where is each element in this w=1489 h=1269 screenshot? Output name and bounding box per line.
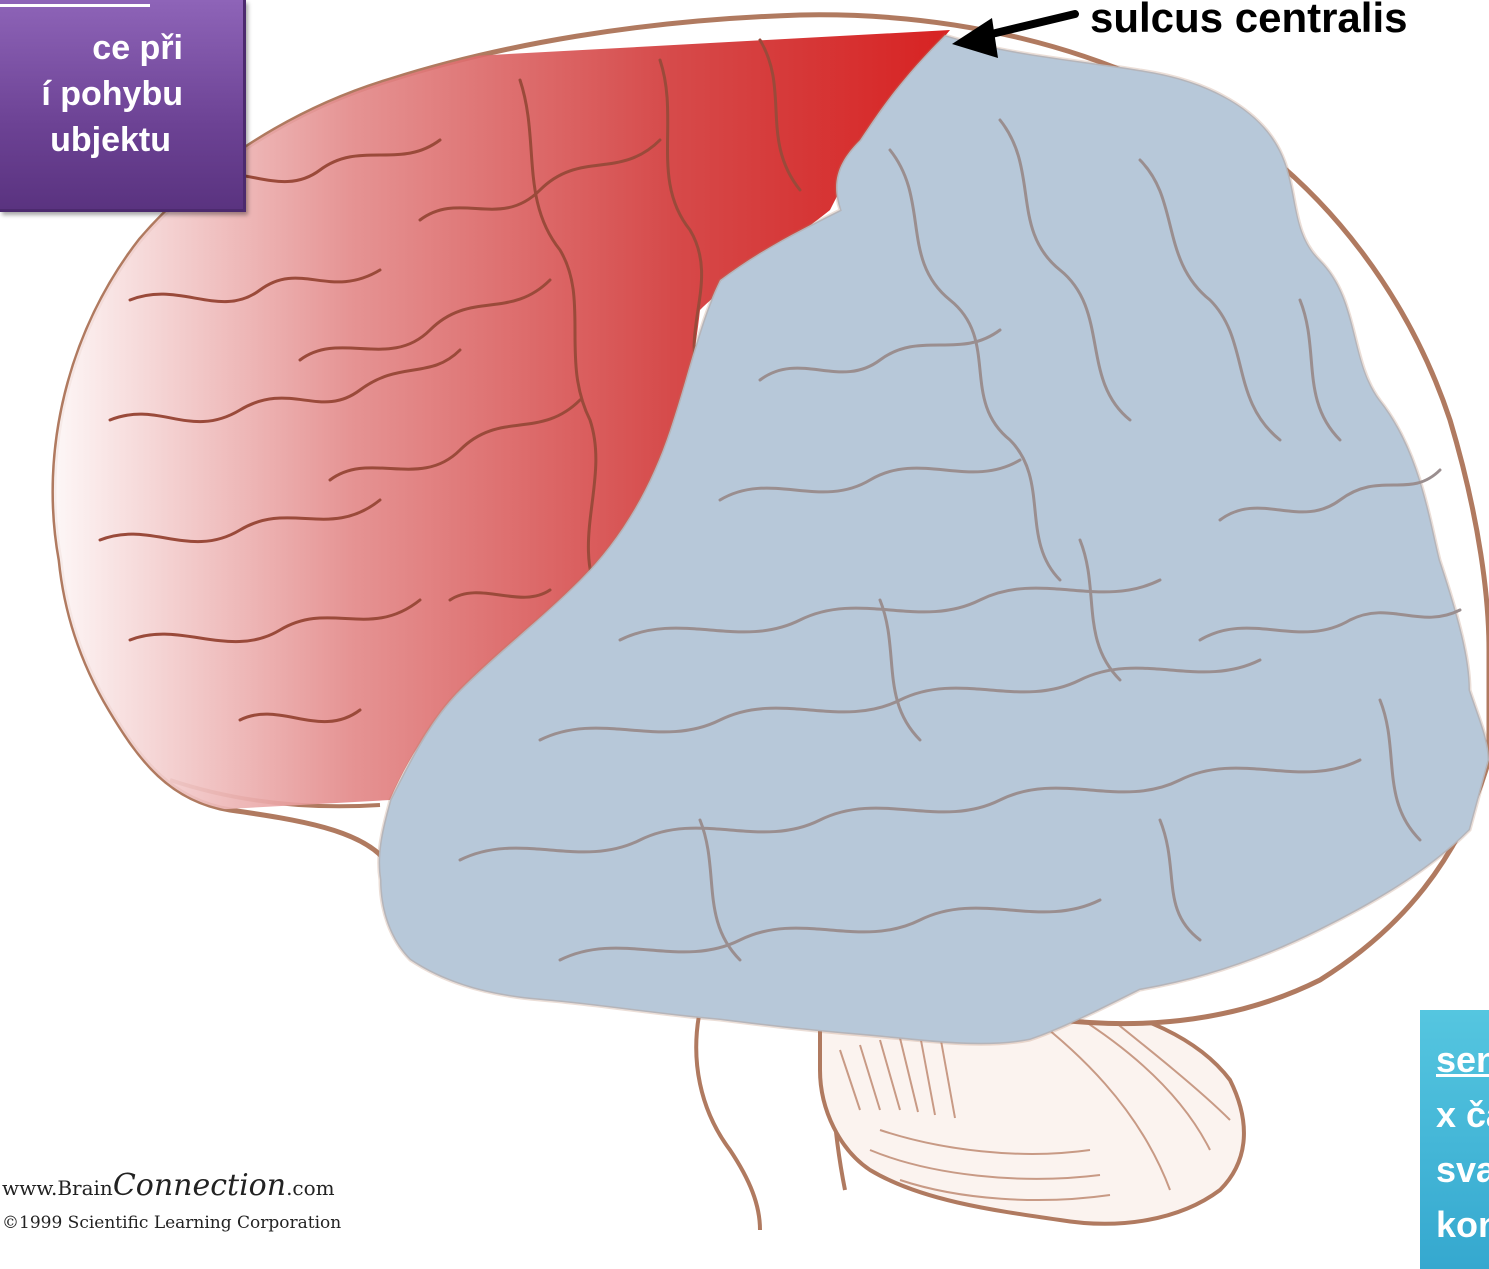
cyan-label-line3: svalstvo tru bbox=[1436, 1142, 1489, 1197]
cyan-label-line1: sensorická c bbox=[1436, 1032, 1489, 1087]
cyan-label-line4: končetin bbox=[1436, 1197, 1489, 1252]
sulcus-centralis-label: sulcus centralis bbox=[1090, 0, 1407, 42]
label-underline bbox=[0, 4, 150, 7]
credit-prefix: www.Brain bbox=[2, 1176, 113, 1200]
motor-cortex-label-box: ce při í pohybu ubjektu bbox=[0, 0, 246, 212]
credit-suffix: .com bbox=[286, 1176, 335, 1200]
credit-copyright: ©1999 Scientific Learning Corporation bbox=[2, 1212, 341, 1234]
cyan-label-line2: x částečně o bbox=[1436, 1087, 1489, 1142]
image-credit: www.BrainConnection.com ©1999 Scientific… bbox=[2, 1168, 341, 1234]
sensory-cortex-label-box: sensorická c x částečně o svalstvo tru k… bbox=[1420, 1010, 1489, 1269]
purple-label-line1: ce při bbox=[0, 25, 243, 71]
purple-label-line2: í pohybu bbox=[0, 71, 243, 117]
purple-label-line3: ubjektu bbox=[0, 117, 243, 163]
credit-italic: Connection bbox=[113, 1168, 286, 1203]
